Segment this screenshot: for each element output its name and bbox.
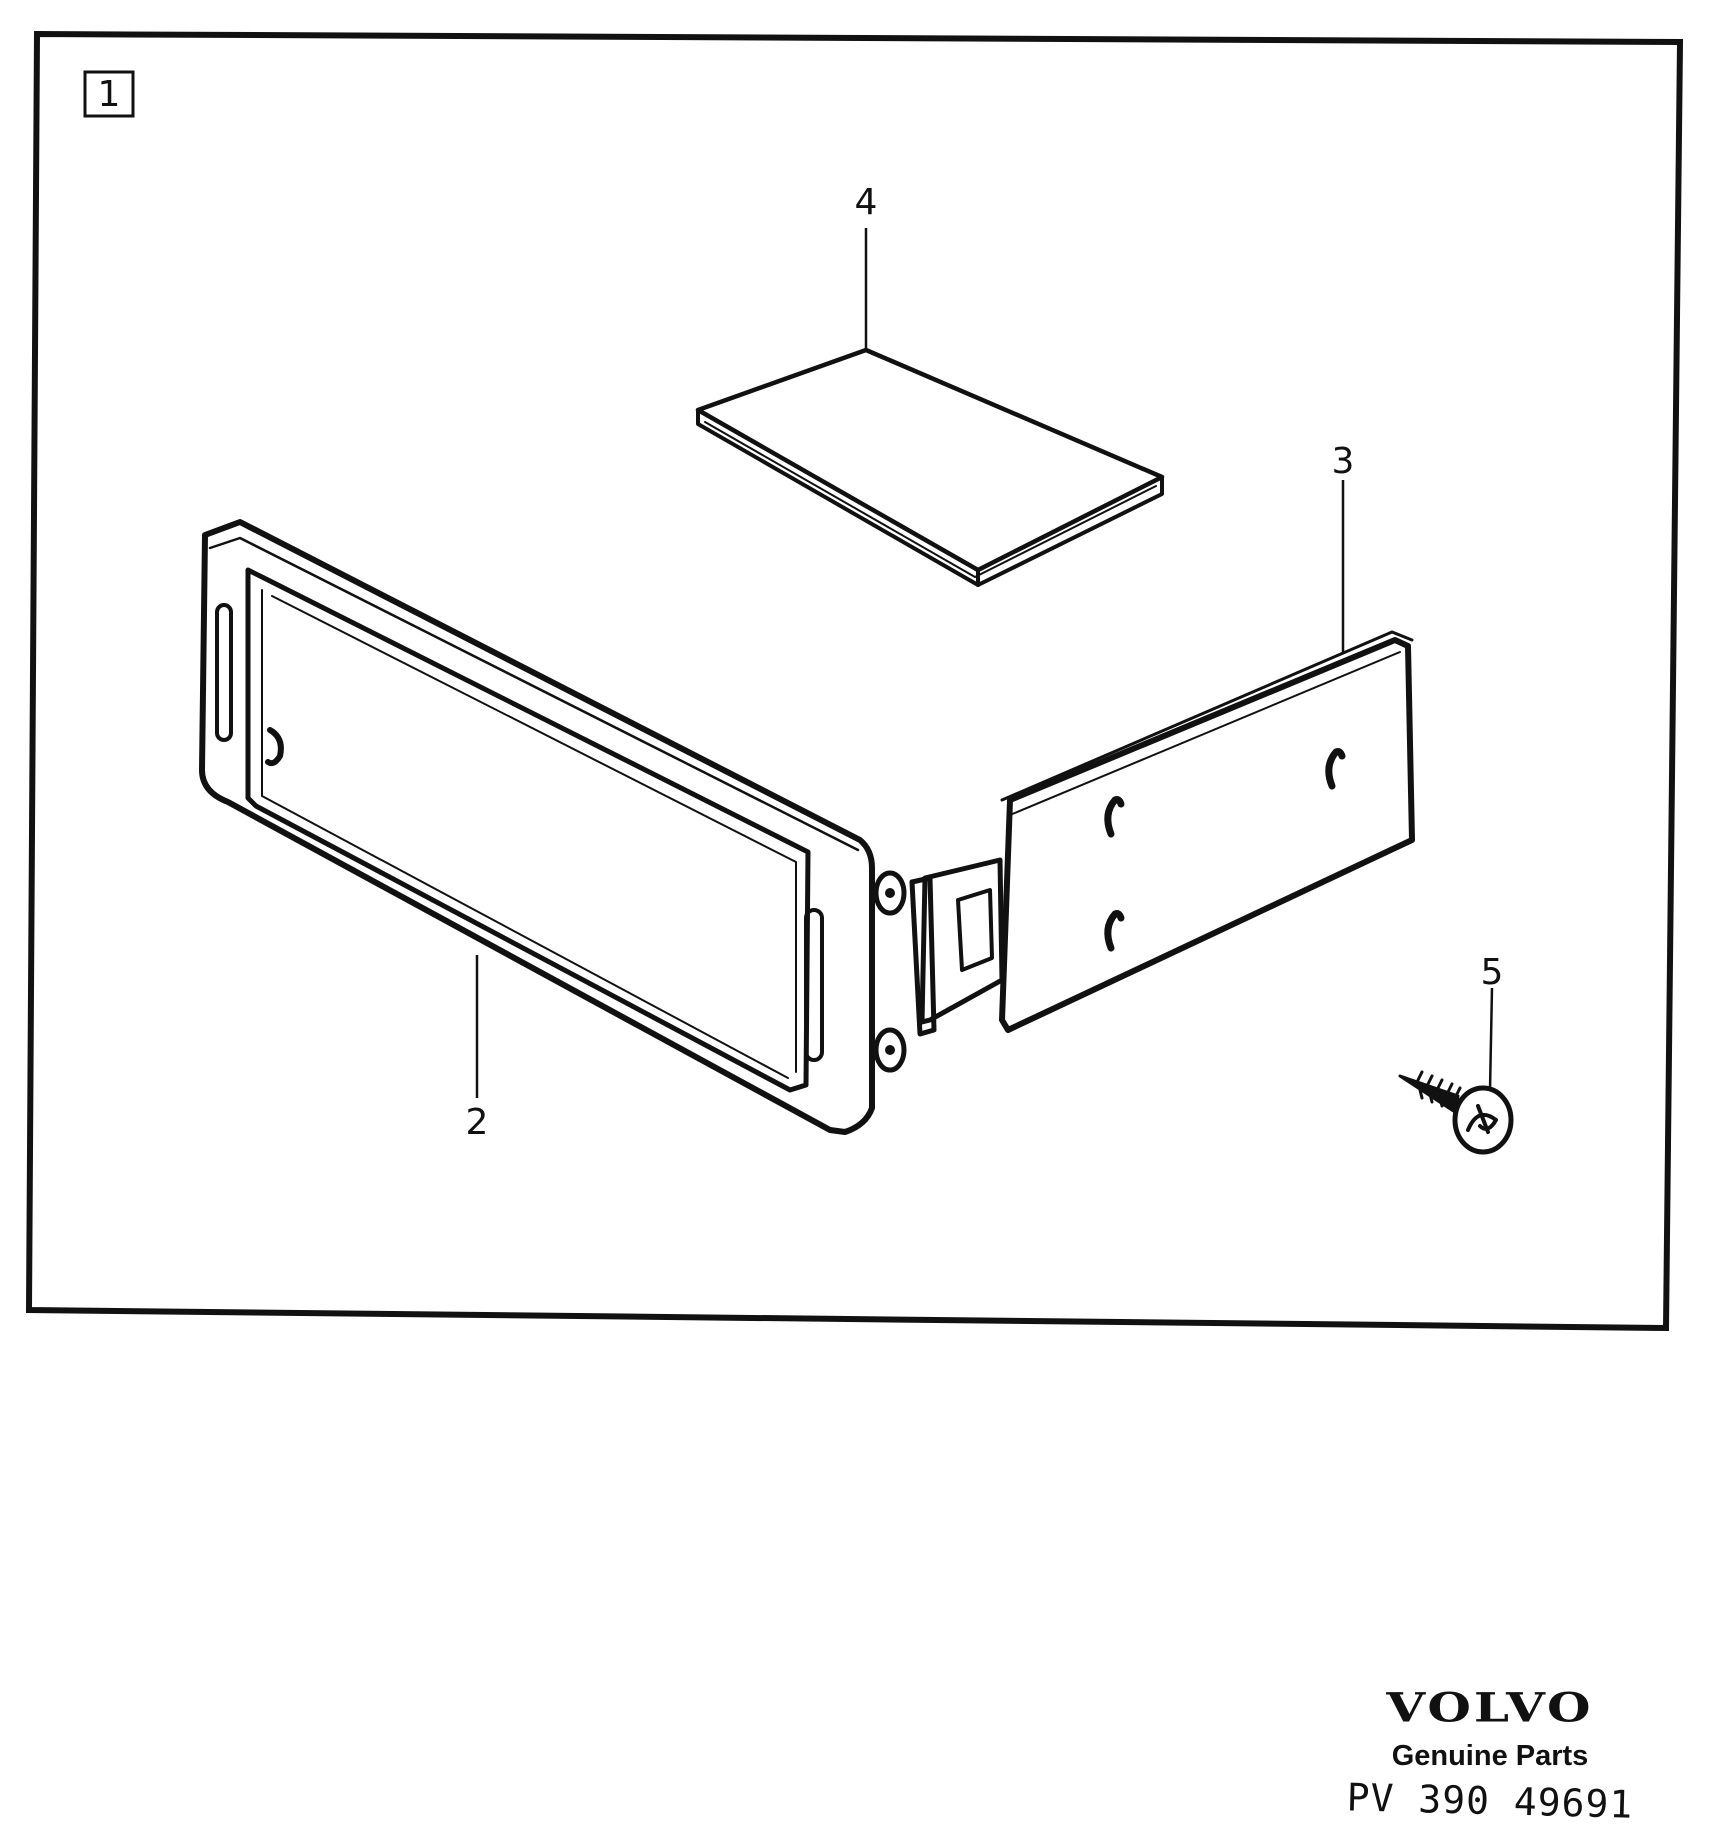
brand-logo: VOLVO — [1386, 1684, 1594, 1732]
lens-plate — [695, 347, 1165, 587]
tagline: Genuine Parts — [1391, 1740, 1589, 1772]
callout-3: 3 — [1332, 441, 1355, 482]
footer: VOLVO Genuine Parts PV 390 49691 — [1290, 1680, 1690, 1827]
callout-2: 2 — [466, 1102, 489, 1143]
lamp-housing — [199, 519, 907, 1135]
leader-line-5 — [1488, 987, 1494, 1091]
group-number-box: 1 — [83, 70, 135, 118]
screw — [1398, 1070, 1514, 1155]
group-number: 1 — [98, 74, 121, 115]
callout-4: 4 — [855, 182, 878, 223]
part-number: PV 390 49691 — [1346, 1775, 1634, 1827]
diagram-frame — [25, 30, 1684, 1332]
bulb-holder — [909, 630, 1415, 1037]
callout-5: 5 — [1481, 952, 1504, 993]
